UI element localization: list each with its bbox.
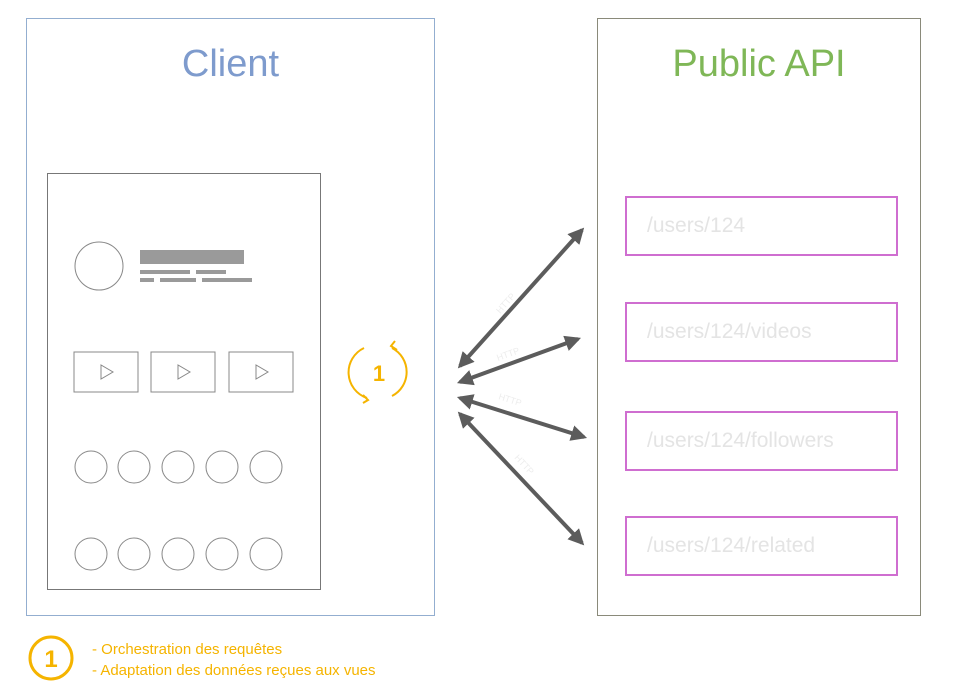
- follower-avatar: [161, 450, 195, 484]
- profile-text-line: [196, 270, 226, 274]
- http-arrow-related: [457, 411, 585, 546]
- follower-avatar: [117, 450, 151, 484]
- endpoint-users-related: /users/124/related: [625, 516, 898, 576]
- related-avatar: [161, 537, 195, 571]
- related-avatar: [205, 537, 239, 571]
- client-screen-mockup: [47, 173, 321, 590]
- related-avatar: [74, 537, 108, 571]
- follower-avatar: [249, 450, 283, 484]
- legend-item: - Adaptation des données reçues aux vues: [92, 662, 376, 679]
- follower-avatar: [205, 450, 239, 484]
- related-avatar: [249, 537, 283, 571]
- orchestrator-cycle-icon: [347, 340, 408, 404]
- video-thumbnail: [228, 351, 294, 393]
- public-api-title: Public API: [672, 43, 846, 85]
- http-label: HTTP: [497, 391, 522, 408]
- profile-text-line: [160, 278, 196, 282]
- play-icon: [100, 364, 114, 380]
- profile-text-line: [140, 278, 154, 282]
- video-thumbnail: [73, 351, 139, 393]
- client-panel: Client: [26, 18, 435, 616]
- endpoint-users: /users/124: [625, 196, 898, 256]
- http-arrow-videos: [456, 335, 582, 386]
- follower-avatar: [74, 450, 108, 484]
- profile-name-placeholder: [140, 250, 244, 264]
- client-title: Client: [181, 43, 280, 85]
- endpoint-users-videos: /users/124/videos: [625, 302, 898, 362]
- legend-item: - Orchestration des requêtes: [92, 641, 283, 658]
- profile-text-line: [140, 270, 190, 274]
- orchestrator-badge: 1: [373, 361, 385, 386]
- profile-avatar: [74, 241, 124, 291]
- endpoint-users-followers: /users/124/followers: [625, 411, 898, 471]
- related-avatars: [74, 537, 283, 571]
- legend-badge-icon: [28, 635, 74, 681]
- video-thumbnail: [150, 351, 216, 393]
- screen-wireframe: [73, 241, 294, 571]
- legend-badge-number: 1: [44, 646, 57, 673]
- profile-text-line: [202, 278, 252, 282]
- related-avatar: [117, 537, 151, 571]
- play-icon: [255, 364, 269, 380]
- play-icon: [177, 364, 191, 380]
- follower-avatars: [74, 450, 283, 484]
- legend: - Orchestration des requêtes - Adaptatio…: [92, 639, 376, 681]
